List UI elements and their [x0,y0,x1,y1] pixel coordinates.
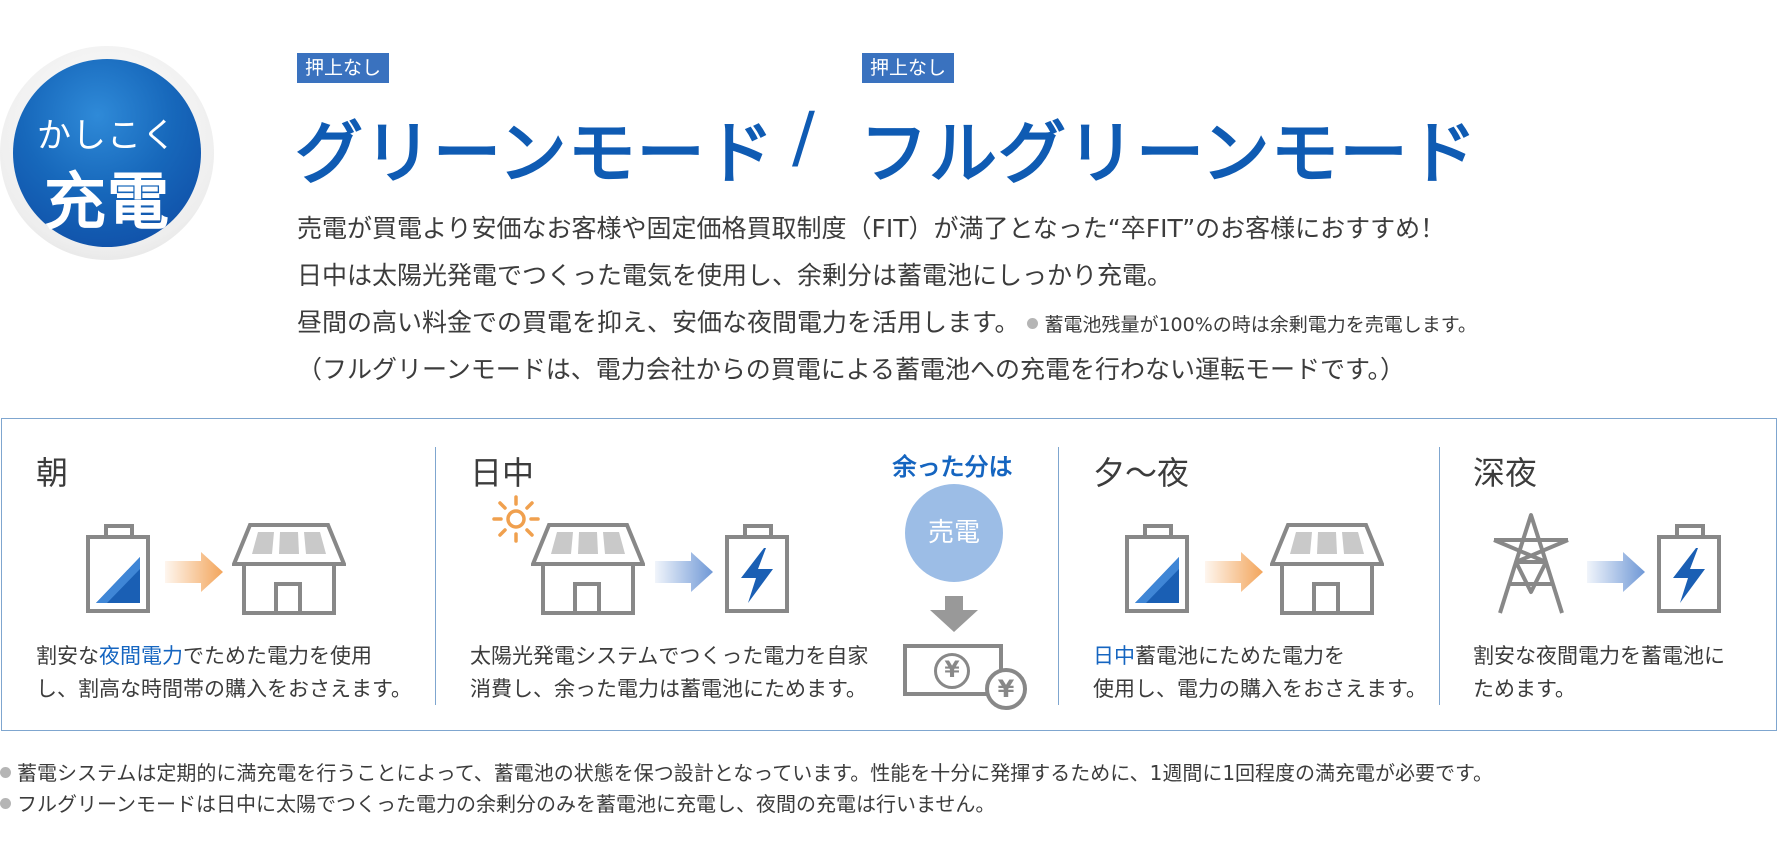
description-line-4: （フルグリーンモードは、電力会社からの買電による蓄電池への充電を行わない運転モー… [297,355,1406,384]
morning-title: 朝 [36,454,69,492]
daytime-highlight: 日中 [1093,644,1135,668]
daytime-text-line-1: 太陽光発電システムでつくった電力を自家 [470,644,869,668]
surplus-heading: 余った分は [892,453,1013,481]
evening-text-post: 蓄電池にためた電力を [1135,644,1345,668]
house-icon [1270,523,1384,615]
late-night-title: 深夜 [1473,454,1538,492]
footnote-1-text: 蓄電システムは定期的に満充電を行うことによって、蓄電池の状態を保つ設計となってい… [17,761,1494,785]
bullet-dot-icon [0,767,11,778]
sun-icon [492,495,540,543]
green-mode-title: グリーンモード [295,115,775,194]
section-divider [435,447,436,705]
charging-battery-icon [725,524,789,613]
battery-full-note-text: 蓄電池残量が100%の時は余剰電力を売電します。 [1044,314,1477,336]
description-line-1: 売電が買電より安価なお客様や固定価格買取制度（FIT）が満了となった“卒FIT”… [297,214,1446,243]
morning-text-pre: 割安な [36,644,99,668]
down-arrow-icon [930,596,978,632]
battery-icon [86,524,150,613]
description-line-2: 日中は太陽光発電でつくった電気を使用し、余剰分は蓄電池にしっかり充電。 [297,261,1173,290]
house-icon [531,523,645,615]
section-divider [1058,447,1059,705]
badge-subtitle: かしこく [37,116,177,156]
daytime-title: 日中 [470,454,535,492]
badge-title: 充電 [43,165,170,238]
bullet-dot-icon [1027,318,1039,329]
morning-text-line-2: し、割高な時間帯の購入をおさえます。 [36,677,412,701]
full-green-mode-title: フルグリーンモード [860,115,1478,194]
evening-text-line-2: 使用し、電力の購入をおさえます。 [1093,677,1427,701]
description-line-3-text: 昼間の高い料金での買電を抑え、安価な夜間電力を活用します。 [297,308,1020,337]
bullet-dot-icon [0,798,11,809]
footnote-1: 蓄電システムは定期的に満充電を行うことによって、蓄電池の状態を保つ設計となってい… [0,757,1493,786]
yen-icon: ¥ [934,653,970,689]
power-tower-icon [1493,513,1569,614]
evening-text-line-1: 日中蓄電池にためた電力を [1093,640,1345,673]
night-power-highlight: 夜間電力 [99,644,183,668]
section-divider [1439,447,1440,705]
arrow-right-icon [655,552,713,592]
battery-icon [1125,524,1189,613]
yen-coin-icon: ¥ [985,668,1027,710]
footnote-2: フルグリーンモードは日中に太陽でつくった電力の余剰分のみを蓄電池に充電し、夜間の… [0,788,995,817]
morning-text-line-1: 割安な夜間電力でためた電力を使用 [36,640,372,673]
battery-full-note: 蓄電池残量が100%の時は余剰電力を売電します。 [1027,314,1477,336]
smart-charge-badge: かしこく 充電 [13,59,201,247]
arrow-right-icon [165,552,223,592]
title-separator: / [792,98,816,177]
no-boost-tag-green: 押上なし [297,53,390,83]
evening-title: 夕〜夜 [1093,454,1190,492]
arrow-right-icon [1587,552,1645,592]
description-line-3: 昼間の高い料金での買電を抑え、安価な夜間電力を活用します。 蓄電池残量が100%… [297,303,1477,339]
time-of-day-panel [1,418,1777,731]
daytime-text-line-2: 消費し、余った電力は蓄電池にためます。 [470,677,867,701]
morning-text-post: でためた電力を使用 [183,644,372,668]
footnote-2-text: フルグリーンモードは日中に太陽でつくった電力の余剰分のみを蓄電池に充電し、夜間の… [17,792,996,816]
house-icon [232,523,346,615]
late-night-text-line-1: 割安な夜間電力を蓄電池に [1473,644,1725,668]
sell-power-circle: 売電 [905,484,1003,582]
charging-battery-icon [1657,524,1721,613]
no-boost-tag-full-green: 押上なし [862,53,955,83]
arrow-right-icon [1205,552,1263,592]
late-night-text-line-2: ためます。 [1473,677,1576,701]
